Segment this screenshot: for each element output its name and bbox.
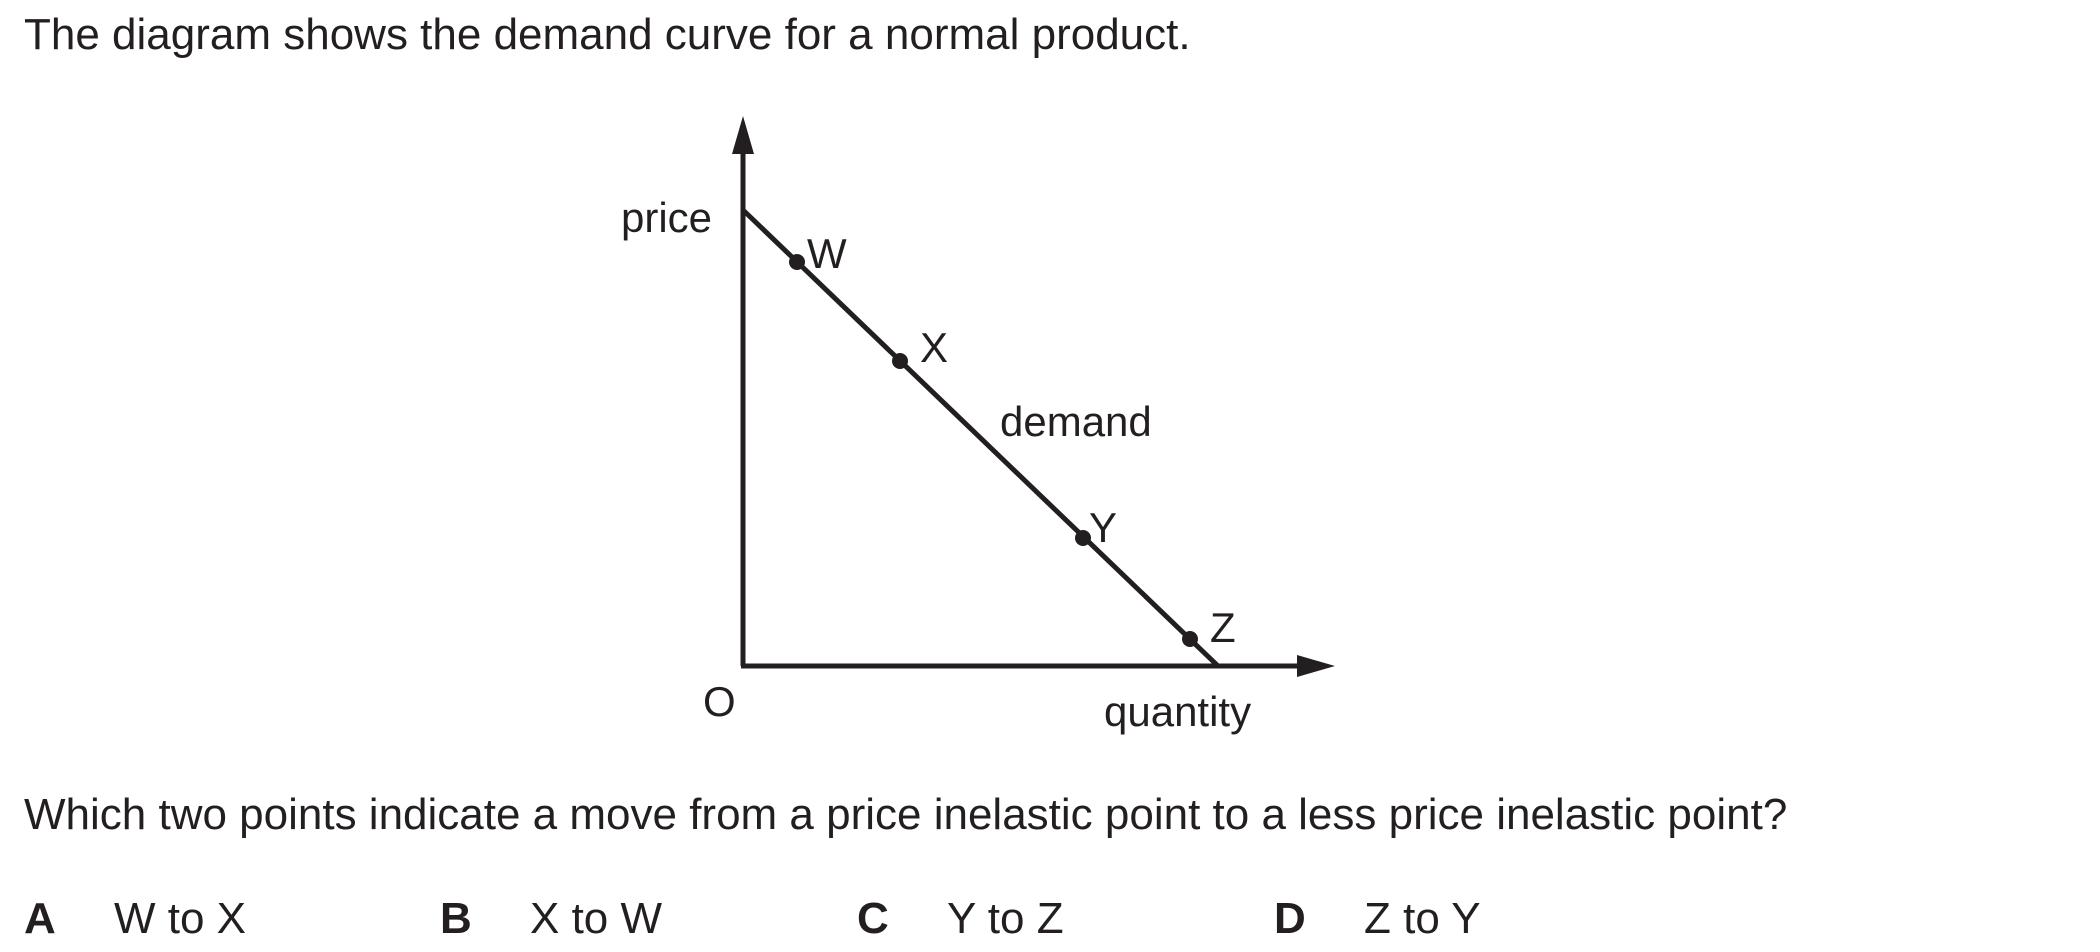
demand-curve [741, 208, 1220, 668]
option-a-letter: A [24, 894, 56, 943]
point-x-marker [892, 353, 908, 369]
question-text: Which two points indicate a move from a … [24, 790, 1788, 839]
option-a-text: W to X [114, 894, 247, 943]
x-axis-label: quantity [1104, 688, 1251, 735]
option-d-letter: D [1274, 894, 1306, 943]
option-c-letter: C [857, 894, 889, 943]
option-c[interactable]: C Y to Z [857, 892, 1064, 946]
option-d[interactable]: D Z to Y [1274, 892, 1481, 946]
y-axis-arrowhead [732, 116, 754, 154]
point-w-label: W [807, 230, 847, 277]
option-b[interactable]: B X to W [440, 892, 662, 946]
option-b-letter: B [440, 894, 472, 943]
point-y-label: Y [1089, 504, 1117, 551]
option-c-text: Y to Z [947, 894, 1064, 943]
intro-text: The diagram shows the demand curve for a… [24, 10, 1191, 59]
y-axis-label: price [621, 194, 712, 241]
x-axis-arrowhead [1297, 655, 1335, 677]
point-z-label: Z [1210, 604, 1236, 651]
option-b-text: X to W [530, 894, 663, 943]
curve-label: demand [1000, 398, 1152, 445]
option-d-text: Z to Y [1364, 894, 1481, 943]
point-z-marker [1182, 631, 1198, 647]
origin-label: O [703, 678, 736, 725]
point-x-label: X [920, 324, 948, 371]
point-w-marker [789, 254, 805, 270]
option-a[interactable]: A W to X [24, 892, 246, 946]
answer-options: A W to X B X to W C Y to Z D Z to Y [0, 892, 2100, 948]
point-y-marker [1075, 530, 1091, 546]
